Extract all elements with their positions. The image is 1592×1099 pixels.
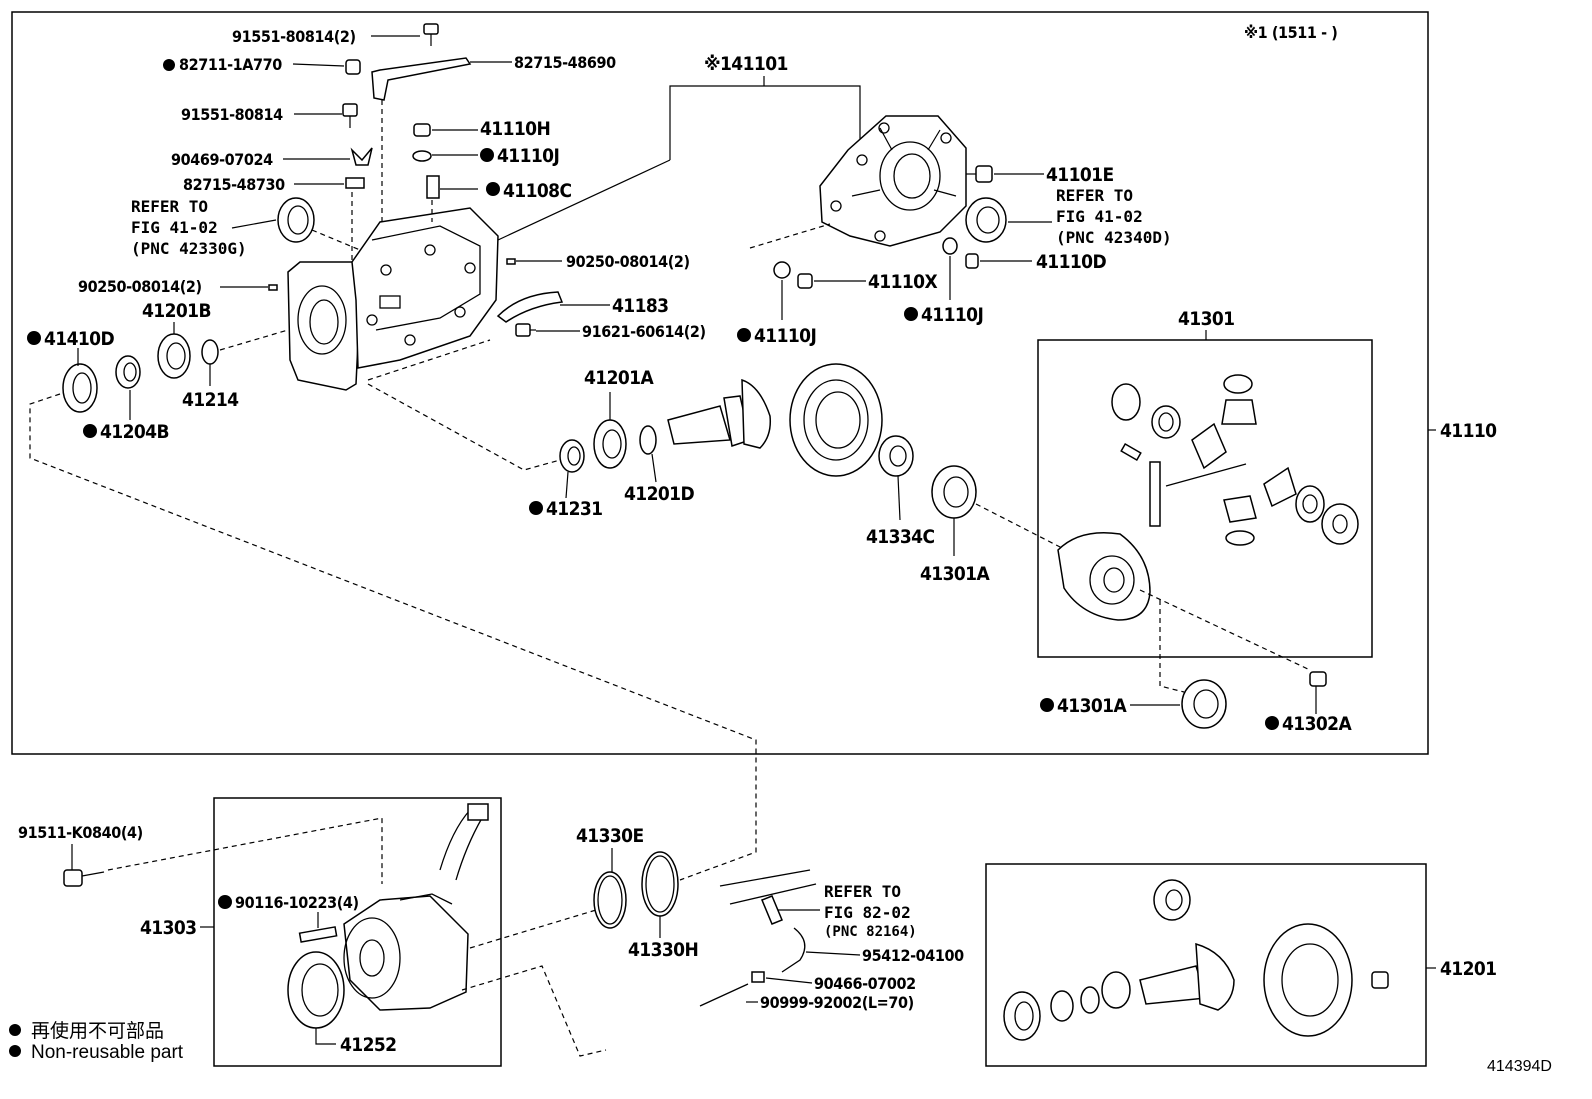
carrier-housing-icon	[287, 207, 499, 391]
bearing-race-icon	[115, 355, 141, 389]
oil-seal-icon	[277, 197, 315, 243]
shim-icon	[201, 339, 219, 365]
part-label-91551-80814-2[interactable]: 91551-80814(2)	[232, 27, 356, 46]
legend-en: Non-reusable part	[9, 1042, 183, 1064]
part-label-91621-60614-2[interactable]: 91621-60614(2)	[582, 322, 706, 341]
oil-seal-icon	[965, 197, 1007, 243]
part-label-41110J-c[interactable]: 41110J	[754, 325, 817, 347]
bearing-icon	[593, 419, 627, 469]
non-reusable-dot-icon	[9, 1044, 21, 1057]
part-label-41214[interactable]: 41214	[182, 389, 240, 411]
ref-42340d-line2: FIG 41-02	[1056, 207, 1143, 226]
part-label-41101[interactable]: ※141101	[704, 53, 788, 75]
part-label-41231[interactable]: 41231	[546, 498, 603, 520]
side-bearing-icon	[931, 465, 977, 519]
part-label-41204B[interactable]: 41204B	[100, 421, 170, 443]
part-label-41302A[interactable]: 41302A	[1282, 713, 1353, 735]
group-label-41201[interactable]: 41201	[1440, 958, 1497, 980]
part-label-82715-48730[interactable]: 82715-48730	[183, 175, 286, 194]
part-label-41303[interactable]: 41303	[140, 917, 197, 939]
drive-pinion-icon	[667, 378, 772, 449]
legend-en-text: Non-reusable part	[31, 1042, 184, 1063]
part-label-90466-07002[interactable]: 90466-07002	[814, 974, 916, 993]
bearing-race-icon	[559, 439, 585, 473]
hose-icon	[781, 927, 806, 973]
part-label-41330E[interactable]: 41330E	[576, 825, 644, 847]
part-label-90250-08014-2-left[interactable]: 90250-08014(2)	[78, 277, 202, 296]
part-label-41110D[interactable]: 41110D	[1036, 251, 1107, 273]
part-label-41101E[interactable]: 41101E	[1046, 164, 1114, 186]
main-assembly-frame	[11, 11, 1429, 755]
ref-42330g-line2: FIG 41-02	[131, 218, 218, 237]
bearing-icon	[157, 333, 191, 379]
differential-case-frame	[1037, 339, 1373, 658]
ref-82164-line3: (PNC 82164)	[824, 924, 917, 940]
spacer-icon	[639, 425, 657, 455]
part-label-41110X[interactable]: 41110X	[868, 271, 938, 293]
legend-jp-text: 再使用不可部品	[31, 1021, 165, 1042]
differential-internals-icon	[1057, 374, 1359, 621]
group-label-41110[interactable]: 41110	[1440, 420, 1498, 442]
side-bearing-icon	[1181, 679, 1227, 729]
part-label-41301A-upper[interactable]: 41301A	[920, 563, 991, 585]
o-ring-icon	[593, 851, 679, 929]
legend-jp: 再使用不可部品	[9, 1016, 164, 1043]
breather-tube-icon	[699, 983, 749, 1007]
part-label-91551-80814[interactable]: 91551-80814	[181, 105, 284, 124]
part-label-41330H[interactable]: 41330H	[628, 939, 699, 961]
part-label-41110J-a[interactable]: 41110J	[497, 145, 560, 167]
part-label-41110J-b[interactable]: 41110J	[921, 304, 984, 326]
ref-42340d-line3: (PNC 42340D)	[1056, 228, 1172, 247]
hose-icon	[761, 895, 783, 925]
part-label-90250-08014-2-right[interactable]: 90250-08014(2)	[566, 252, 690, 271]
ref-42330g-line3: (PNC 42330G)	[131, 239, 247, 258]
bolt-icon	[515, 323, 536, 337]
part-label-41201D[interactable]: 41201D	[624, 483, 695, 505]
part-label-41201A[interactable]: 41201A	[584, 367, 655, 389]
ref-82164-line2: FIG 82-02	[824, 903, 911, 922]
gear-kit-frame	[985, 863, 1427, 1067]
baffle-plate-icon	[496, 291, 564, 323]
part-label-41110H[interactable]: 41110H	[480, 118, 551, 140]
actuator-motor-icon	[343, 803, 489, 1011]
gear-kit-icon	[1003, 879, 1389, 1041]
plug-icon	[412, 123, 440, 199]
part-label-95412-04100[interactable]: 95412-04100	[862, 946, 965, 965]
part-label-41201B[interactable]: 41201B	[142, 300, 212, 322]
ref-42340d-line1: REFER TO	[1056, 186, 1133, 205]
part-label-41252[interactable]: 41252	[340, 1034, 397, 1056]
part-label-41410D[interactable]: 41410D	[44, 328, 115, 350]
part-label-41183[interactable]: 41183	[612, 295, 669, 317]
cover-bolt-icon	[966, 165, 993, 183]
part-label-41334C[interactable]: 41334C	[866, 526, 935, 548]
plug-icon	[773, 237, 979, 289]
washer-icon	[878, 435, 914, 477]
bolt-icon	[1309, 671, 1327, 687]
actuator-frame	[213, 797, 502, 1067]
oil-seal-icon	[287, 951, 345, 1029]
part-label-82715-48690[interactable]: 82715-48690	[514, 53, 617, 72]
ref-42330g-line1: REFER TO	[131, 197, 208, 216]
bolt-part-icon	[342, 23, 439, 189]
serial-note: ※1 (1511 - )	[1244, 23, 1337, 42]
ref-82164-line1: REFER TO	[824, 882, 901, 901]
part-label-41301A-lower[interactable]: 41301A	[1057, 695, 1128, 717]
part-label-41301[interactable]: 41301	[1178, 308, 1235, 330]
bolt-icon	[63, 869, 105, 887]
illustration-code: 414394D	[1487, 1058, 1552, 1075]
part-label-41108C[interactable]: 41108C	[503, 180, 572, 202]
clip-icon	[751, 971, 765, 983]
part-label-91511-K0840-4[interactable]: 91511-K0840(4)	[18, 823, 143, 842]
part-label-90469-07024[interactable]: 90469-07024	[171, 150, 274, 169]
part-label-82711-1A770[interactable]: 82711-1A770	[179, 55, 283, 74]
ring-gear-icon	[789, 363, 883, 477]
part-label-90999-92002[interactable]: 90999-92002(L=70)	[760, 993, 914, 1012]
oil-seal-icon	[62, 363, 98, 413]
part-label-90116-10223-4[interactable]: 90116-10223(4)	[235, 893, 359, 912]
bracket-part-icon	[371, 57, 472, 101]
carrier-cover-icon	[819, 115, 967, 247]
non-reusable-dot-icon	[9, 1023, 21, 1036]
